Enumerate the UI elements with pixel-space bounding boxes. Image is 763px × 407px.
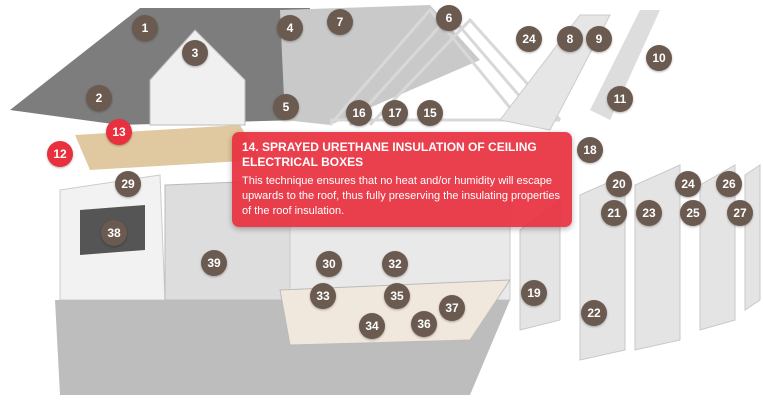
marker-13[interactable]: 13 <box>106 119 132 145</box>
marker-8[interactable]: 8 <box>557 26 583 52</box>
marker-25[interactable]: 25 <box>680 200 706 226</box>
marker-12[interactable]: 12 <box>47 141 73 167</box>
marker-38[interactable]: 38 <box>101 220 127 246</box>
tooltip-body: This technique ensures that no heat and/… <box>242 175 560 217</box>
marker-34[interactable]: 34 <box>359 313 385 339</box>
marker-24-wall[interactable]: 24 <box>675 171 701 197</box>
gable <box>149 29 246 126</box>
marker-27[interactable]: 27 <box>727 200 753 226</box>
marker-37[interactable]: 37 <box>439 295 465 321</box>
marker-15[interactable]: 15 <box>417 100 443 126</box>
marker-29[interactable]: 29 <box>115 171 141 197</box>
marker-35[interactable]: 35 <box>384 283 410 309</box>
marker-33[interactable]: 33 <box>310 283 336 309</box>
marker-17[interactable]: 17 <box>382 100 408 126</box>
marker-5[interactable]: 5 <box>273 94 299 120</box>
marker-tooltip: 14. SPRAYED URETHANE INSULATION OF CEILI… <box>232 132 572 227</box>
marker-32[interactable]: 32 <box>382 251 408 277</box>
tooltip-title: 14. SPRAYED URETHANE INSULATION OF CEILI… <box>242 140 537 169</box>
marker-21[interactable]: 21 <box>601 200 627 226</box>
marker-11[interactable]: 11 <box>607 86 633 112</box>
marker-9[interactable]: 9 <box>586 26 612 52</box>
marker-2[interactable]: 2 <box>86 85 112 111</box>
marker-39[interactable]: 39 <box>201 250 227 276</box>
marker-10[interactable]: 10 <box>646 45 672 71</box>
marker-16[interactable]: 16 <box>346 100 372 126</box>
marker-7[interactable]: 7 <box>327 9 353 35</box>
marker-6[interactable]: 6 <box>436 5 462 31</box>
marker-19[interactable]: 19 <box>521 280 547 306</box>
roof-panel <box>499 14 611 131</box>
marker-26[interactable]: 26 <box>716 171 742 197</box>
marker-1[interactable]: 1 <box>132 15 158 41</box>
marker-20[interactable]: 20 <box>606 171 632 197</box>
marker-22[interactable]: 22 <box>581 300 607 326</box>
marker-36[interactable]: 36 <box>411 311 437 337</box>
marker-24-roof[interactable]: 24 <box>516 26 542 52</box>
marker-18[interactable]: 18 <box>577 137 603 163</box>
marker-3[interactable]: 3 <box>182 40 208 66</box>
marker-23[interactable]: 23 <box>636 200 662 226</box>
marker-4[interactable]: 4 <box>277 15 303 41</box>
marker-30[interactable]: 30 <box>316 251 342 277</box>
